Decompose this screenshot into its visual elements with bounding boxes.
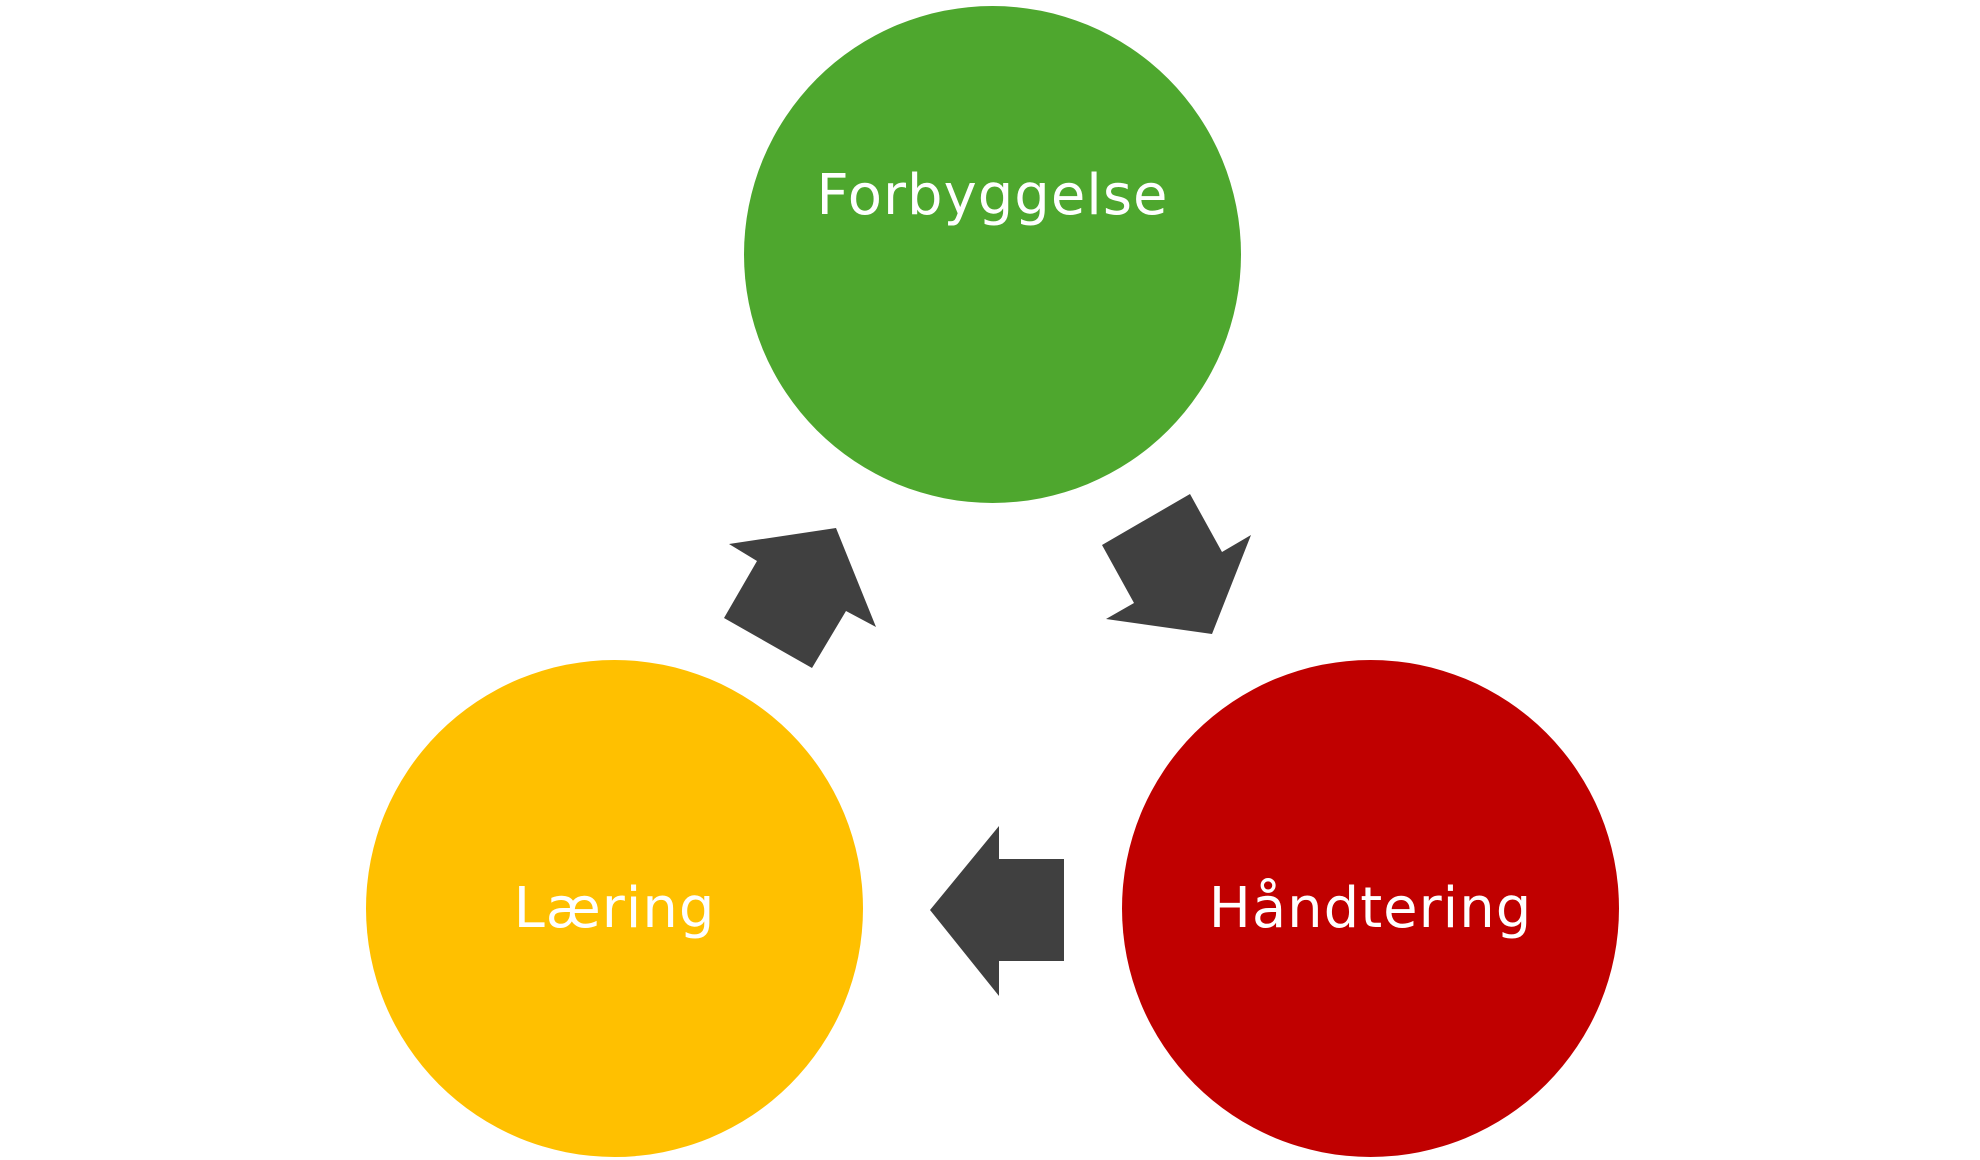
node-label-laering: Læring (513, 875, 716, 941)
node-laering: Læring (366, 660, 863, 1157)
node-handtering: Håndtering (1122, 660, 1619, 1157)
arrow-right-to-left (930, 826, 1064, 996)
node-forbyggelse: Forbyggelse (744, 6, 1241, 503)
arrow-top-to-right (1102, 494, 1251, 634)
node-label-forbyggelse: Forbyggelse (816, 163, 1169, 228)
arrow-left-to-top (724, 528, 876, 668)
node-label-handtering: Håndtering (1208, 875, 1533, 941)
